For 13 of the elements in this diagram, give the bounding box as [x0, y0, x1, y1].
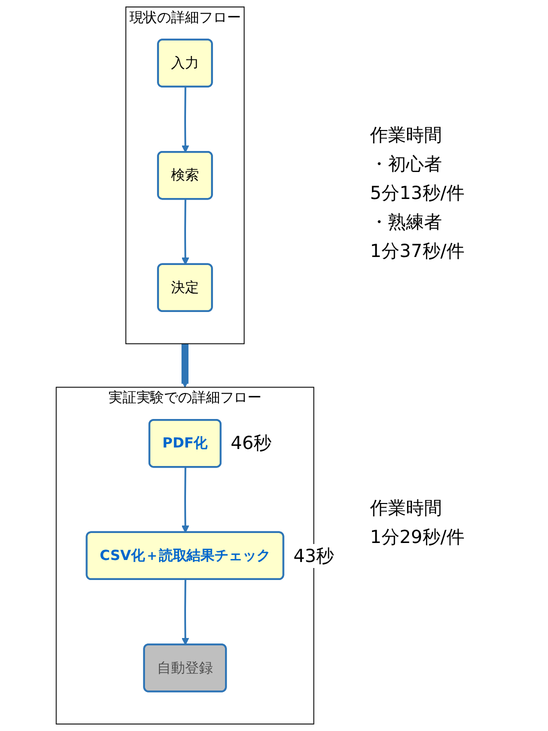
arrow [182, 467, 190, 533]
note-text: 1分37秒/件 [370, 240, 466, 264]
note-text: ・初心者 [370, 153, 443, 177]
note-text: 作業時間 [370, 124, 443, 148]
note-text: 5分13秒/件 [370, 182, 466, 206]
note-text: 1分29秒/件 [370, 526, 466, 550]
note-text: 作業時間 [370, 497, 443, 521]
arrow [182, 580, 190, 646]
arrow [182, 87, 190, 153]
arrow [181, 344, 189, 388]
arrow [182, 199, 190, 265]
duration-text: 43秒 [291, 544, 336, 568]
note-text: ・熟練者 [370, 211, 443, 235]
